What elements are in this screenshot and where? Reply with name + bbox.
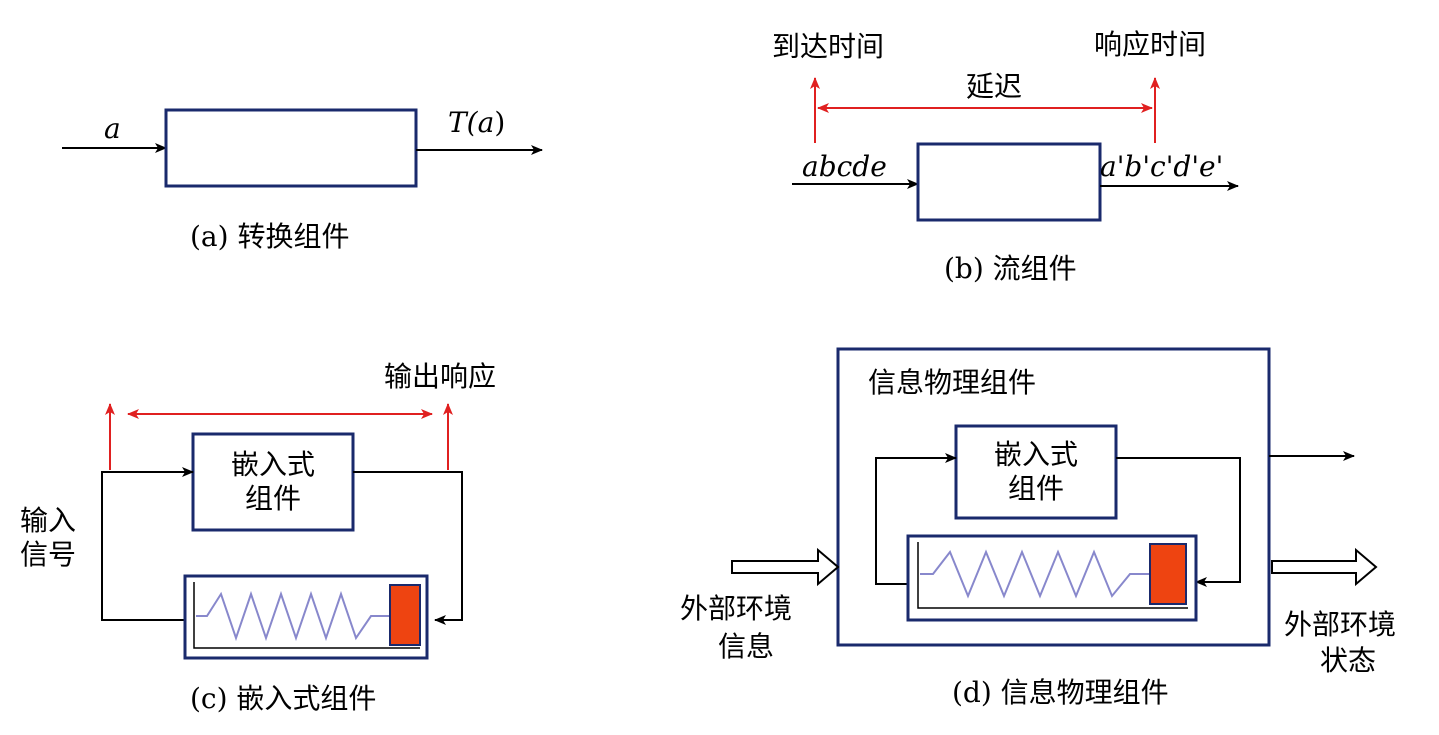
feedback-input-path: [101, 467, 194, 621]
output-label: T(a): [448, 106, 505, 139]
physical-plant-box: [183, 574, 429, 660]
mass-block: [1149, 543, 1187, 605]
caption-d: (d) 信息物理组件: [952, 676, 1169, 709]
panel-d-cyber-physical-component: 信息物理组件 嵌入式 组件 外部环境 信息 外部环境 状态 (d) 信息物理组件: [680, 347, 1396, 709]
feedback-output-path: [1116, 457, 1241, 587]
caption-a: (a) 转换组件: [190, 220, 349, 253]
output-sequence: a'b'c'd'e': [1100, 150, 1223, 183]
cps-title: 信息物理组件: [868, 366, 1036, 399]
plant-base-line: [917, 542, 1188, 609]
embedded-box: [191, 432, 355, 532]
caption-b: (b) 流组件: [944, 252, 1077, 285]
panel-c-embedded-component: 输出响应 嵌入式 组件 输入 信号 (c) 嵌入式组件: [20, 360, 496, 715]
spring: [196, 590, 390, 642]
embedded-box-line1: 嵌入式: [994, 438, 1078, 471]
delay-label: 延迟: [966, 70, 1022, 103]
embedded-box: [954, 424, 1118, 520]
panel-a-transform-component: a T(a) (a) 转换组件: [62, 106, 543, 253]
arrival-time-label: 到达时间: [772, 30, 884, 63]
env-input-hollow-arrow: [731, 547, 840, 587]
response-time-label: 响应时间: [1094, 28, 1206, 61]
physical-plant-box: [906, 534, 1198, 622]
caption-c: (c) 嵌入式组件: [190, 682, 376, 715]
env-state-line2: 状态: [1320, 644, 1376, 677]
embedded-box-line1: 嵌入式: [231, 448, 315, 481]
cps-outer-box: [836, 347, 1271, 647]
panel-b-stream-component: 到达时间 响应时间 延迟 abcde a'b'c'd'e' (b) 流组件: [772, 28, 1239, 285]
env-state-line1: 外部环境: [1284, 608, 1396, 641]
env-output-hollow-arrow: [1271, 547, 1378, 587]
stream-box: [916, 142, 1102, 222]
feedback-output-path: [353, 471, 463, 625]
plant-base-line: [193, 582, 420, 649]
output-response-label: 输出响应: [384, 360, 496, 393]
input-sequence: abcde: [802, 150, 887, 183]
input-label: a: [104, 112, 121, 145]
embedded-box-line2: 组件: [245, 482, 301, 515]
mass-block: [389, 584, 421, 646]
spring: [920, 549, 1150, 599]
embedded-box-line2: 组件: [1008, 472, 1064, 505]
feedback-input-path: [875, 453, 957, 585]
transform-box: [164, 108, 418, 188]
input-signal-line1: 输入: [20, 504, 76, 537]
env-info-line1: 外部环境: [680, 592, 792, 625]
input-signal-line2: 信号: [20, 538, 76, 571]
env-info-line2: 信息: [718, 630, 774, 663]
